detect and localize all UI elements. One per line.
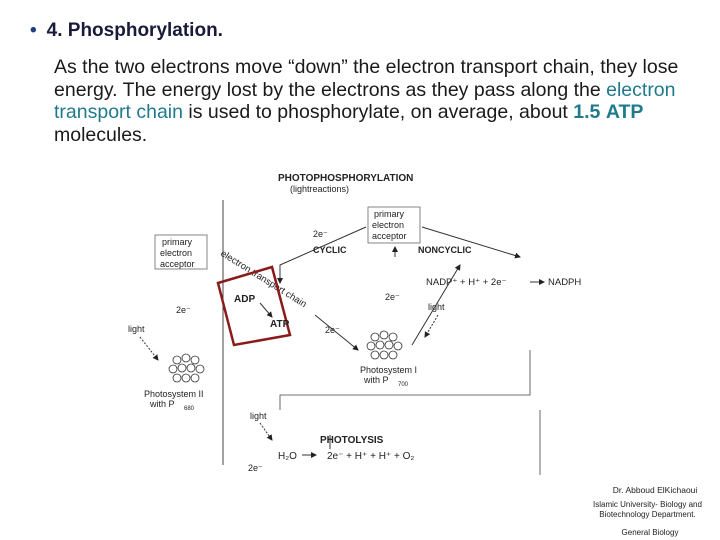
bullet-heading: • 4. Phosphorylation.	[30, 20, 223, 42]
light-ps2-label: light	[128, 324, 145, 334]
highlight-number: 1.5	[573, 101, 601, 123]
ps1-connector	[279, 350, 531, 410]
light-ps1-label: light	[428, 302, 445, 312]
acceptor-top-line1: primary	[374, 209, 405, 219]
light-ps2-arrow	[139, 336, 159, 361]
adp-label: ADP	[234, 294, 255, 305]
acceptor-left-line1: primary	[162, 237, 193, 247]
paragraph-text-3: molecules.	[54, 123, 148, 146]
nadph-label: NADPH	[548, 277, 581, 288]
adp-atp-highlight-box	[216, 265, 292, 347]
heading-text: 4. Phosphorylation.	[46, 20, 223, 41]
noncyclic-arrow	[421, 226, 521, 259]
ps1-sub: 700	[398, 382, 409, 388]
h2o-label: H₂O	[278, 451, 297, 462]
ps2-line2: with P	[149, 399, 175, 409]
paragraph-text-1: As the two electrons move “down” the ele…	[54, 56, 679, 101]
adp-to-atp-arrow	[259, 302, 273, 318]
light-photolysis-arrow	[259, 422, 273, 441]
photosystem-ii-cluster	[168, 353, 205, 383]
acceptor-top-box	[367, 206, 421, 244]
acceptor-top-line2: electron	[372, 220, 404, 230]
paragraph-text-2: is used to phosphorylate, on average, ab…	[183, 101, 574, 123]
two-e-etc: 2e⁻	[325, 325, 340, 335]
ps1-line2: with P	[363, 375, 389, 385]
nadp-equation: NADP⁺ + H⁺ + 2e⁻	[426, 277, 507, 288]
ps2-sub: 680	[184, 406, 195, 412]
cyclic-arrow	[277, 226, 367, 284]
ps1-line1: Photosystem I	[360, 365, 417, 375]
noncyclic-label: NONCYCLIC	[418, 245, 472, 255]
photosystem-i-cluster	[366, 330, 403, 360]
ps2-line1: Photosystem II	[144, 389, 204, 399]
acceptor-left-line2: electron	[160, 248, 192, 258]
cyclic-label: CYCLIC	[313, 245, 347, 255]
bullet-point: •	[30, 20, 37, 41]
cyclic-2e: 2e⁻	[313, 229, 328, 239]
body-paragraph: As the two electrons move “down” the ele…	[54, 56, 704, 146]
photolysis-label: PHOTOLYSIS	[320, 435, 384, 446]
acceptor-top-line3: acceptor	[372, 231, 407, 241]
two-e-mid: 2e⁻	[385, 292, 400, 302]
ps1-to-acceptor-arrow	[411, 264, 461, 346]
atp-label: ATP	[270, 319, 290, 330]
light-ps1-arrow	[424, 314, 439, 338]
two-e-left: 2e⁻	[176, 305, 191, 315]
credit-institution: Islamic University- Biology and Biotechn…	[593, 500, 702, 519]
diagram-subtitle: (lightreactions)	[290, 184, 349, 194]
photolysis-equation: 2e⁻ + H⁺ + H⁺ + O₂	[327, 451, 414, 462]
photophosphorylation-diagram: PHOTOPHOSPHORYLATION (lightreactions) pr…	[128, 173, 581, 475]
light-photolysis-label: light	[250, 411, 267, 421]
credit-course: General Biology	[621, 528, 679, 537]
highlight-atp: ATP	[605, 101, 644, 123]
credit-author: Dr. Abboud ElKichaoui	[612, 485, 698, 495]
acceptor-left-line3: acceptor	[160, 259, 195, 269]
highlight-etc: electron transport chain	[54, 78, 676, 124]
diagram-title: PHOTOPHOSPHORYLATION	[278, 173, 413, 184]
two-e-bottom: 2e⁻	[248, 463, 263, 473]
etc-to-ps1-arrow	[314, 314, 359, 351]
acceptor-left-box	[154, 234, 208, 270]
